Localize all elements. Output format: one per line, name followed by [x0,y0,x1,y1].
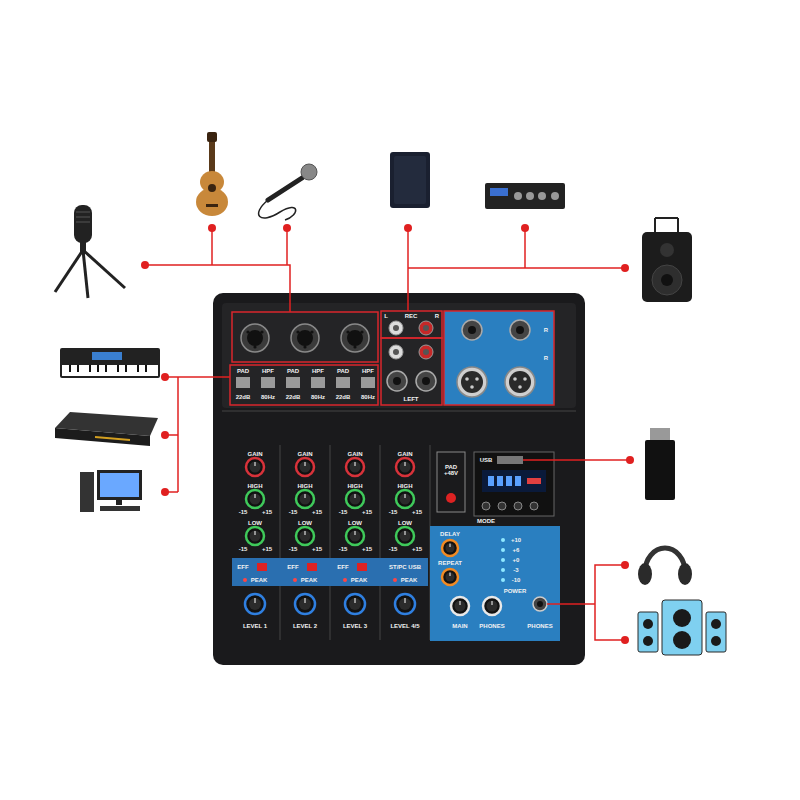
panel-label: R [544,355,548,361]
panel-label: +15 [362,509,372,515]
monitor-speaker [390,152,430,208]
panel-label: R [544,327,548,333]
panel-label: PHONES [479,623,504,629]
panel-label: -10 [512,577,521,583]
acoustic-guitar [196,132,228,216]
panel-label: 22dB [286,394,301,400]
panel-label: -15 [389,509,398,515]
panel-label: -15 [239,546,248,552]
panel-label: +6 [513,547,520,553]
headphones [638,548,692,585]
panel-label: POWER [504,588,527,594]
main-outputs [444,311,554,405]
power-amplifier [485,183,565,209]
desktop-computer [80,470,142,512]
panel-label: GAIN [298,451,313,457]
panel-label: HIGH [298,483,313,489]
panel-label: HPF [362,368,374,374]
panel-label: +15 [412,546,422,552]
panel-label: LOW [298,520,312,526]
desktop-speakers [638,600,726,655]
pa-speaker [642,218,692,302]
panel-label: LEVEL 4/5 [390,623,419,629]
panel-label: +15 [312,546,322,552]
panel-label: PAD +48V [439,464,463,476]
panel-label: MODE [477,518,495,524]
panel-label: ST/PC USB [389,564,421,570]
panel-label: PAD [237,368,249,374]
rec-outputs [381,311,442,405]
panel-label: +10 [511,537,521,543]
panel-label: LOW [348,520,362,526]
panel-label: GAIN [348,451,363,457]
panel-label: PAD [287,368,299,374]
panel-label: 80Hz [261,394,275,400]
master-section [430,452,560,641]
panel-label: 22dB [236,394,251,400]
panel-label: USB [480,457,493,463]
panel-label: PAD [337,368,349,374]
panel-label: HPF [312,368,324,374]
panel-label: HIGH [398,483,413,489]
panel-label: EFF [337,564,348,570]
panel-label: REC [405,313,418,319]
panel-label: EFF [287,564,298,570]
panel-label: 80Hz [361,394,375,400]
panel-label: -15 [339,546,348,552]
panel-label: GAIN [398,451,413,457]
panel-label: PHONES [527,623,552,629]
handheld-mic [259,164,317,220]
condenser-mic [55,205,125,298]
connection-wires [145,228,630,640]
panel-label: +15 [262,546,272,552]
panel-label: L [384,313,388,319]
panel-label: GAIN [248,451,263,457]
panel-label: R [435,313,439,319]
panel-label: HIGH [248,483,263,489]
panel-label: 22dB [336,394,351,400]
input-jacks [230,312,378,405]
panel-label: -15 [289,546,298,552]
panel-label: LOW [398,520,412,526]
panel-label: DELAY [440,531,460,537]
panel-label: LEFT [404,396,419,402]
panel-label: LOW [248,520,262,526]
panel-label: HPF [262,368,274,374]
dvd-player [55,412,158,446]
panel-label: -15 [289,509,298,515]
panel-label: -15 [389,546,398,552]
panel-label: PEAK [251,577,268,583]
panel-label: +15 [362,546,372,552]
panel-label: -15 [239,509,248,515]
panel-label: HIGH [348,483,363,489]
connection-dots [141,224,634,644]
panel-label: 80Hz [311,394,325,400]
usb-stick [645,428,675,500]
panel-label: PEAK [301,577,318,583]
panel-label: PEAK [401,577,418,583]
panel-label: LEVEL 1 [243,623,267,629]
panel-label: REPEAT [438,560,462,566]
panel-label: MAIN [452,623,467,629]
panel-label: +15 [412,509,422,515]
panel-label: LEVEL 2 [293,623,317,629]
channel-strips [232,445,430,640]
panel-label: PEAK [351,577,368,583]
mixer-body [213,293,585,665]
panel-label: -3 [513,567,518,573]
panel-label: +15 [312,509,322,515]
panel-label: -15 [339,509,348,515]
panel-label: EFF [237,564,248,570]
panel-label: +15 [262,509,272,515]
keyboard [60,348,160,378]
panel-label: LEVEL 3 [343,623,367,629]
panel-label: +0 [513,557,520,563]
